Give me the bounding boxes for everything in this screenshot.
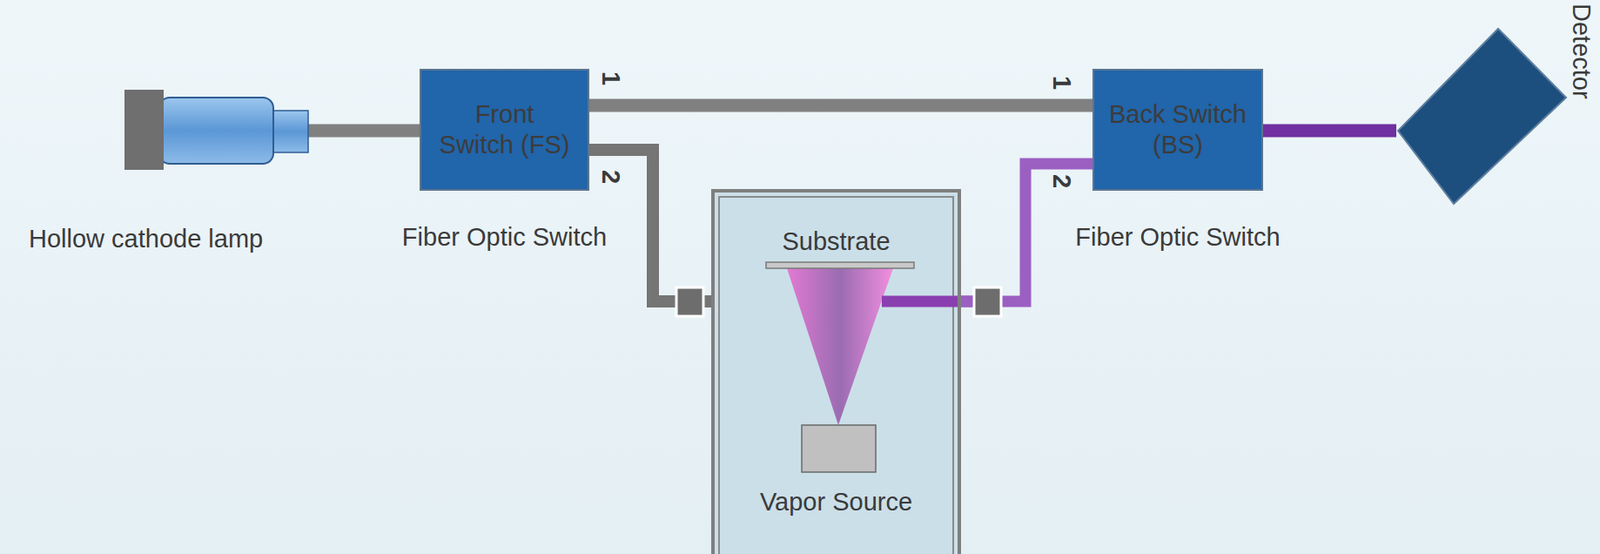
detector-label: Detector (1566, 3, 1597, 100)
optical-fiber (1263, 124, 1397, 138)
switch-caption: Fiber Optic Switch (402, 221, 607, 253)
chamber-inner-wall (719, 196, 954, 554)
optical-fiber (308, 124, 420, 138)
fiber-optic-switch: Back Switch (BS)Fiber Optic Switch (1092, 68, 1264, 191)
vacuum-chamber: SubstrateVapor Source (711, 188, 962, 554)
substrate-plate (766, 262, 915, 269)
vapor-source-label: Vapor Source (759, 486, 913, 518)
port-number: 2 (1048, 174, 1075, 189)
detector-diamond: Detector (1396, 26, 1569, 206)
switch-name: Front Switch (FS) (436, 99, 574, 161)
switch-name: Back Switch (BS) (1109, 99, 1247, 161)
lamp-label: Hollow cathode lamp (28, 223, 263, 255)
port-number: 1 (1048, 75, 1075, 90)
fiber-optic-switch: Front Switch (FS)Fiber Optic Switch (419, 68, 590, 191)
vapor-source-block (801, 424, 876, 472)
optical-window (974, 287, 1002, 316)
substrate-label: Substrate (781, 226, 890, 257)
optical-window (676, 287, 704, 316)
port-number: 2 (598, 169, 624, 184)
vapor-plume (786, 268, 894, 425)
lamp-body (159, 97, 274, 164)
detector-symbol (1396, 26, 1569, 206)
optical-fiber (961, 163, 1093, 302)
optical-fiber (589, 99, 1093, 113)
chamber-fill (711, 188, 962, 554)
lamp-window (270, 110, 309, 153)
detector-body (1398, 28, 1567, 204)
lamp-base (124, 89, 164, 170)
hollow-cathode-lamp: Hollow cathode lamp (124, 89, 309, 170)
switch-caption: Fiber Optic Switch (1075, 221, 1280, 253)
lamp-symbol (124, 89, 309, 170)
optical-fiber (589, 149, 712, 302)
port-number: 1 (598, 71, 624, 86)
